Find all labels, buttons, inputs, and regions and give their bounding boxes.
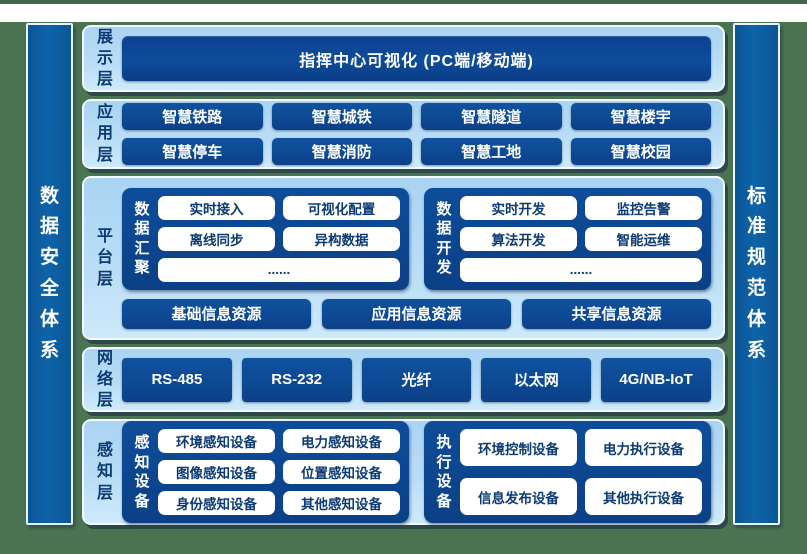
capability-pill: 实时接入 [158,195,275,220]
app-node: 智慧隧道 [421,103,562,130]
application-layer-label: 应用层 [96,104,113,164]
app-node: 智慧停车 [122,138,263,165]
standards-sidebar: 标准规范体系 [733,23,780,525]
device-pill: 位置感知设备 [283,460,400,484]
ellipsis-pill: ...... [158,257,400,282]
data-aggregation-pills: 实时接入 可视化配置 离线同步 异构数据 ...... [158,195,400,282]
perception-layer-body: 感知设备 环境感知设备 电力感知设备 图像感知设备 位置感知设备 身份感知设备 … [120,421,713,523]
sensing-device-group: 感知设备 环境感知设备 电力感知设备 图像感知设备 位置感知设备 身份感知设备 … [122,421,409,523]
perception-groups: 感知设备 环境感知设备 电力感知设备 图像感知设备 位置感知设备 身份感知设备 … [122,421,711,523]
command-center-banner: 指挥中心可视化 (PC端/移动端) [122,36,711,81]
perception-layer-panel: 感知层 感知设备 环境感知设备 电力感知设备 图像感知设备 位置感知设备 身份感… [82,419,725,525]
display-layer-panel: 展示层 指挥中心可视化 (PC端/移动端) [82,25,725,92]
capability-pill: 智能运维 [585,226,702,251]
capability-pill: 算法开发 [460,226,577,251]
application-grid: 智慧铁路 智慧城铁 智慧隧道 智慧楼宇 智慧停车 智慧消防 智慧工地 智慧校园 [122,103,711,165]
sensing-device-label: 感知设备 [134,434,150,510]
protocol-node: 以太网 [481,357,592,402]
platform-layer-body: 数据汇聚 实时接入 可视化配置 离线同步 异构数据 ...... 数据开发 [120,178,713,338]
device-pill: 其他感知设备 [283,491,400,515]
network-layer-panel: 网络层 RS-485 RS-232 光纤 以太网 4G/NB-IoT [82,347,725,412]
device-pill: 图像感知设备 [158,460,275,484]
device-pill: 身份感知设备 [158,491,275,515]
perception-layer-label-col: 感知层 [90,421,120,523]
display-layer-body: 指挥中心可视化 (PC端/移动端) [120,27,713,90]
resource-row: 基础信息资源 应用信息资源 共享信息资源 [122,298,711,329]
platform-layer-label-col: 平台层 [90,178,120,338]
application-layer-body: 智慧铁路 智慧城铁 智慧隧道 智慧楼宇 智慧停车 智慧消防 智慧工地 智慧校园 [120,101,713,167]
device-pill: 其他执行设备 [585,478,702,515]
execution-device-label: 执行设备 [436,434,452,510]
data-development-pills: 实时开发 监控告警 算法开发 智能运维 ...... [460,195,702,282]
data-development-group: 数据开发 实时开发 监控告警 算法开发 智能运维 ...... [424,187,711,290]
device-pill: 信息发布设备 [460,478,577,515]
network-layer-label: 网络层 [96,349,113,410]
device-pill: 电力执行设备 [585,429,702,466]
capability-pill: 实时开发 [460,195,577,220]
resource-node: 共享信息资源 [522,298,711,329]
sensing-device-pills: 环境感知设备 电力感知设备 图像感知设备 位置感知设备 身份感知设备 其他感知设… [158,429,400,515]
protocol-node: RS-232 [241,357,352,402]
layer-stack: 展示层 指挥中心可视化 (PC端/移动端) 应用层 智慧铁路 智慧城铁 智慧隧道… [82,25,725,525]
device-pill: 环境感知设备 [158,429,275,453]
capability-pill: 离线同步 [158,226,275,251]
device-pill: 电力感知设备 [283,429,400,453]
data-security-label: 数据安全体系 [39,185,59,361]
protocol-node: 4G/NB-IoT [601,357,711,402]
resource-node: 基础信息资源 [122,298,311,329]
data-development-label: 数据开发 [436,200,452,277]
capability-pill: 可视化配置 [283,195,400,220]
app-node: 智慧铁路 [122,103,263,130]
app-node: 智慧城铁 [271,103,412,130]
data-security-sidebar: 数据安全体系 [26,23,73,525]
execution-device-label-col: 执行设备 [433,429,455,515]
standards-label: 标准规范体系 [746,185,766,361]
device-pill: 环境控制设备 [460,429,577,466]
top-white-strip [0,4,807,22]
data-aggregation-label: 数据汇聚 [134,200,150,277]
ellipsis-pill: ...... [460,257,702,282]
app-node: 智慧楼宇 [570,103,711,130]
protocol-node: 光纤 [361,357,472,402]
app-node: 智慧消防 [271,138,412,165]
network-layer-body: RS-485 RS-232 光纤 以太网 4G/NB-IoT [120,349,713,410]
app-node: 智慧校园 [570,138,711,165]
display-layer-label: 展示层 [96,28,113,89]
data-aggregation-group: 数据汇聚 实时接入 可视化配置 离线同步 异构数据 ...... [122,187,409,290]
protocol-node: RS-485 [122,357,232,402]
platform-layer-panel: 平台层 数据汇聚 实时接入 可视化配置 离线同步 异构数据 ...... [82,176,725,340]
execution-device-pills: 环境控制设备 电力执行设备 信息发布设备 其他执行设备 [460,429,702,515]
app-node: 智慧工地 [421,138,562,165]
platform-layer-label: 平台层 [96,228,113,288]
protocol-row: RS-485 RS-232 光纤 以太网 4G/NB-IoT [122,357,711,402]
data-development-label-col: 数据开发 [433,196,455,282]
network-layer-label-col: 网络层 [90,349,120,410]
sensing-device-label-col: 感知设备 [131,429,153,515]
capability-pill: 监控告警 [585,195,702,220]
perception-layer-label: 感知层 [96,442,113,502]
top-border-line [0,0,807,4]
display-layer-label-col: 展示层 [90,27,120,90]
capability-pill: 异构数据 [283,226,400,251]
execution-device-group: 执行设备 环境控制设备 电力执行设备 信息发布设备 其他执行设备 [424,421,711,523]
platform-groups: 数据汇聚 实时接入 可视化配置 离线同步 异构数据 ...... 数据开发 [122,187,711,290]
data-aggregation-label-col: 数据汇聚 [131,196,153,282]
application-layer-panel: 应用层 智慧铁路 智慧城铁 智慧隧道 智慧楼宇 智慧停车 智慧消防 智慧工地 智… [82,99,725,169]
application-layer-label-col: 应用层 [90,101,120,167]
resource-node: 应用信息资源 [322,298,511,329]
